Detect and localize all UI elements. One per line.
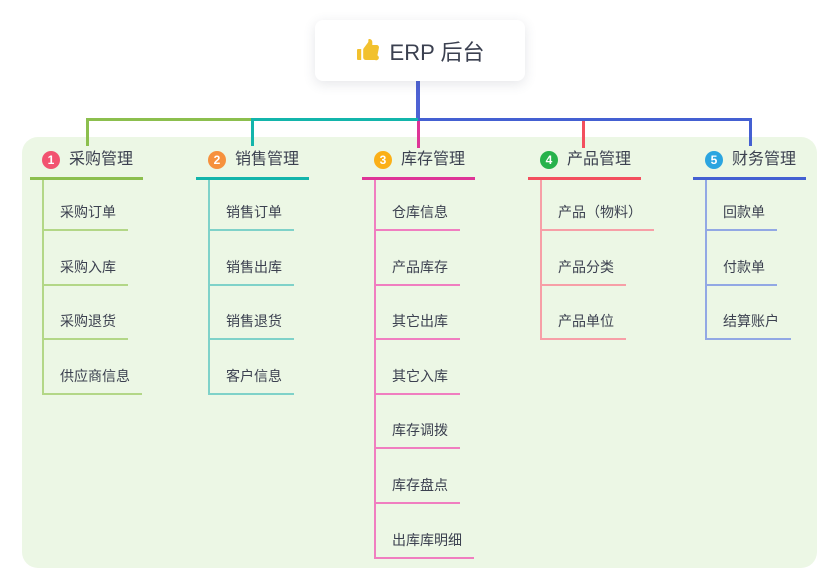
- child-node-row: 回款单: [707, 180, 791, 231]
- branch-children: 产品（物料） 产品分类产品单位: [540, 180, 654, 341]
- root-node[interactable]: ERP 后台: [315, 20, 525, 81]
- branch45-horizontal-line: [418, 118, 752, 121]
- branch3-drop-line: [417, 121, 420, 148]
- branch-number-badge: 2: [208, 151, 226, 169]
- child-node-row: 销售出库: [210, 231, 294, 286]
- child-node[interactable]: 产品单位: [542, 311, 626, 341]
- branch-label: 产品管理: [567, 151, 632, 168]
- child-node-row: 库存调拨: [376, 395, 474, 450]
- branch2-drop-line: [251, 118, 254, 146]
- child-node-row: 销售订单: [210, 180, 294, 231]
- branch-title-node[interactable]: 1 采购管理: [30, 147, 143, 180]
- child-node[interactable]: 产品（物料）: [542, 202, 654, 231]
- child-node[interactable]: 采购退货: [44, 311, 128, 341]
- branch1-drop-line: [86, 118, 89, 146]
- branch5-drop-line: [749, 118, 752, 146]
- branch1-horizontal-line: [86, 118, 253, 121]
- child-node-row: 其它出库: [376, 286, 474, 341]
- branch-number-badge: 3: [374, 151, 392, 169]
- child-node[interactable]: 销售出库: [210, 257, 294, 286]
- child-node[interactable]: 采购入库: [44, 257, 128, 286]
- branch-number-badge: 1: [42, 151, 60, 169]
- branch-label: 财务管理: [732, 151, 797, 168]
- branch-number-badge: 5: [705, 151, 723, 169]
- child-node-row: 产品库存: [376, 231, 474, 286]
- branch-number-badge: 4: [540, 151, 558, 169]
- branch-node: 1 采购管理 采购订单采购入库采购退货供应商信息: [30, 147, 143, 395]
- child-node[interactable]: 供应商信息: [44, 366, 142, 395]
- branch-children: 仓库信息产品库存其它出库其它入库库存调拨库存盘点出库库明细: [374, 180, 474, 559]
- child-node[interactable]: 结算账户: [707, 311, 791, 341]
- child-node[interactable]: 仓库信息: [376, 202, 460, 231]
- child-node-row: 供应商信息: [44, 340, 142, 395]
- child-node[interactable]: 采购订单: [44, 202, 128, 231]
- child-node[interactable]: 库存调拨: [376, 420, 460, 450]
- child-node[interactable]: 客户信息: [210, 366, 294, 395]
- branch-label: 库存管理: [401, 151, 466, 168]
- child-node[interactable]: 产品库存: [376, 257, 460, 286]
- child-node[interactable]: 回款单: [707, 202, 777, 231]
- child-node[interactable]: 销售订单: [210, 202, 294, 231]
- child-node[interactable]: 库存盘点: [376, 475, 460, 504]
- child-node-row: 结算账户: [707, 286, 791, 341]
- child-node-row: 销售退货: [210, 286, 294, 341]
- child-node-row: 采购入库: [44, 231, 142, 286]
- child-node[interactable]: 销售退货: [210, 311, 294, 341]
- branch-label: 销售管理: [235, 151, 300, 168]
- root-connector-line: [416, 81, 420, 121]
- child-node-row: 采购订单: [44, 180, 142, 231]
- child-node[interactable]: 其它入库: [376, 366, 460, 395]
- child-node[interactable]: 付款单: [707, 257, 777, 286]
- child-node-row: 其它入库: [376, 340, 474, 395]
- branch-children: 销售订单销售出库销售退货客户信息: [208, 180, 294, 395]
- branch-node: 2 销售管理 销售订单销售出库销售退货客户信息: [196, 147, 309, 395]
- branch-node: 4 产品管理 产品（物料） 产品分类产品单位: [528, 147, 654, 341]
- branch-title-node[interactable]: 4 产品管理: [528, 147, 641, 180]
- child-node[interactable]: 其它出库: [376, 311, 460, 341]
- root-node-label: ERP 后台: [389, 39, 485, 65]
- thumbs-up-icon: [356, 38, 380, 63]
- child-node-row: 产品单位: [542, 286, 654, 341]
- child-node-row: 产品（物料）: [542, 180, 654, 231]
- child-node-row: 付款单: [707, 231, 791, 286]
- mindmap-background-panel: [22, 137, 817, 568]
- branch2-horizontal-line: [251, 118, 418, 121]
- child-node-row: 采购退货: [44, 286, 142, 341]
- branch-children: 回款单付款单结算账户: [705, 180, 791, 341]
- child-node-row: 出库库明细: [376, 504, 474, 559]
- branch-label: 采购管理: [69, 151, 134, 168]
- child-node-row: 库存盘点: [376, 449, 474, 504]
- branch4-drop-line: [582, 121, 585, 148]
- child-node-row: 客户信息: [210, 340, 294, 395]
- branch-children: 采购订单采购入库采购退货供应商信息: [42, 180, 142, 395]
- child-node[interactable]: 产品分类: [542, 257, 626, 286]
- branch-title-node[interactable]: 3 库存管理: [362, 147, 475, 180]
- branch-title-node[interactable]: 2 销售管理: [196, 147, 309, 180]
- branch-title-node[interactable]: 5 财务管理: [693, 147, 806, 180]
- branch-node: 5 财务管理 回款单付款单结算账户: [693, 147, 806, 341]
- branch-node: 3 库存管理 仓库信息产品库存其它出库其它入库库存调拨库存盘点出库库明细: [362, 147, 475, 559]
- child-node[interactable]: 出库库明细: [376, 530, 474, 559]
- child-node-row: 仓库信息: [376, 180, 474, 231]
- child-node-row: 产品分类: [542, 231, 654, 286]
